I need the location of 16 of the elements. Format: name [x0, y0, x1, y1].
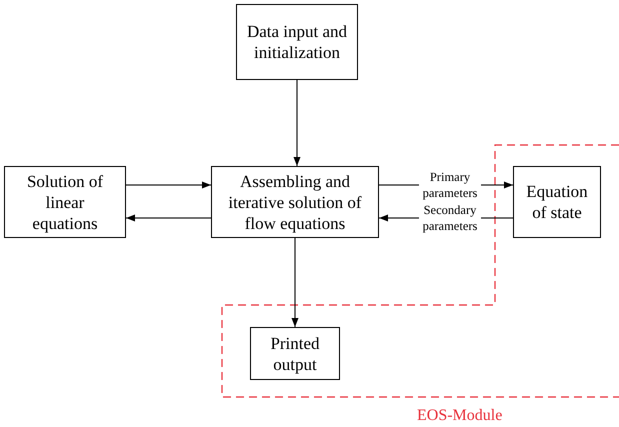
box-text: Equation of state	[525, 181, 589, 223]
process-box	[4, 166, 126, 238]
process-box	[211, 166, 379, 238]
box-text: Data input and initialization	[246, 21, 348, 63]
process-box	[236, 4, 358, 80]
arrow	[126, 182, 212, 188]
edge-label: Secondary parameters	[419, 202, 481, 234]
arrow	[294, 80, 300, 166]
box-text: Printed output	[269, 332, 321, 374]
arrow	[126, 214, 212, 222]
box-text: Assembling and iterative solution of flow equations	[227, 170, 363, 234]
module-label: EOS-Module	[417, 407, 502, 425]
process-box	[250, 327, 340, 380]
process-box	[513, 166, 601, 238]
arrow	[292, 238, 298, 328]
box-text: Solution of linear equations	[26, 170, 104, 234]
